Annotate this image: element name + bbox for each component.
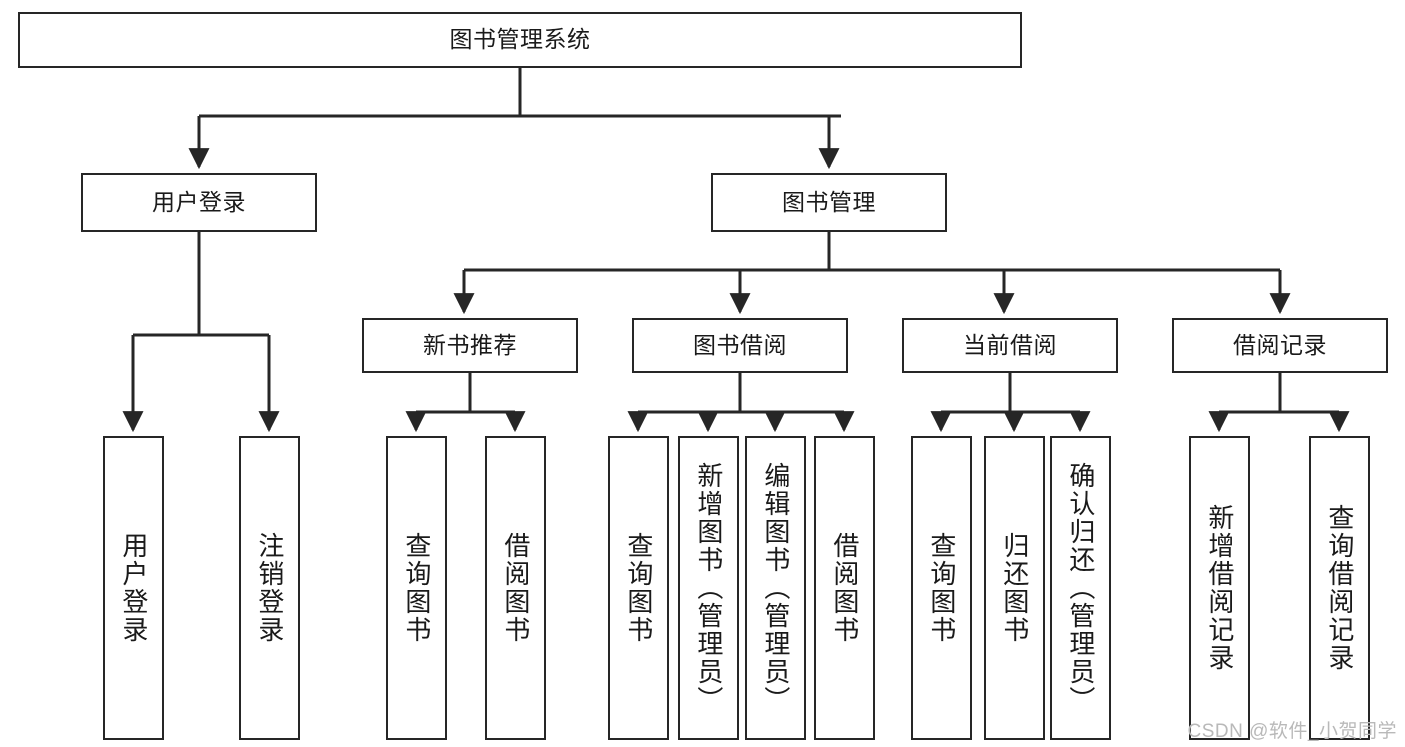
node-leaf-user-login[interactable]: 用户登录	[103, 436, 164, 740]
node-book-manage[interactable]: 图书管理	[711, 173, 947, 232]
node-leaf-return-book-label: 归还图书	[999, 532, 1030, 644]
node-leaf-query-book-current[interactable]: 查询图书	[911, 436, 972, 740]
node-leaf-borrow-book-rec[interactable]: 借阅图书	[485, 436, 546, 740]
node-leaf-borrow-book-rec-label: 借阅图书	[500, 532, 531, 644]
node-leaf-query-record[interactable]: 查询借阅记录	[1309, 436, 1370, 740]
node-leaf-add-record-label: 新增借阅记录	[1204, 504, 1235, 672]
node-leaf-edit-book-label: 编辑图书（管理员）	[760, 462, 791, 714]
node-leaf-add-record[interactable]: 新增借阅记录	[1189, 436, 1250, 740]
node-leaf-borrow-book-label: 借阅图书	[829, 532, 860, 644]
node-current-borrow-label: 当前借阅	[963, 331, 1057, 358]
node-leaf-query-book-rec[interactable]: 查询图书	[386, 436, 447, 740]
node-leaf-borrow-book[interactable]: 借阅图书	[814, 436, 875, 740]
node-book-borrow[interactable]: 图书借阅	[632, 318, 848, 373]
node-current-borrow[interactable]: 当前借阅	[902, 318, 1118, 373]
node-leaf-logout[interactable]: 注销登录	[239, 436, 300, 740]
node-leaf-logout-label: 注销登录	[254, 532, 285, 644]
node-leaf-query-book-rec-label: 查询图书	[401, 532, 432, 644]
node-leaf-return-book[interactable]: 归还图书	[984, 436, 1045, 740]
watermark-text: CSDN @软件_小贺同学	[1187, 721, 1397, 742]
node-leaf-add-book[interactable]: 新增图书（管理员）	[678, 436, 739, 740]
node-user-login-label: 用户登录	[152, 188, 246, 215]
node-leaf-query-record-label: 查询借阅记录	[1324, 504, 1355, 672]
node-book-borrow-label: 图书借阅	[693, 331, 787, 358]
node-new-book-rec[interactable]: 新书推荐	[362, 318, 578, 373]
node-new-book-rec-label: 新书推荐	[423, 331, 517, 358]
node-borrow-record[interactable]: 借阅记录	[1172, 318, 1388, 373]
node-leaf-user-login-label: 用户登录	[118, 532, 149, 644]
node-leaf-query-book-current-label: 查询图书	[926, 532, 957, 644]
node-leaf-edit-book[interactable]: 编辑图书（管理员）	[745, 436, 806, 740]
node-leaf-confirm-return[interactable]: 确认归还（管理员）	[1050, 436, 1111, 740]
node-book-manage-label: 图书管理	[782, 188, 876, 215]
node-leaf-confirm-return-label: 确认归还（管理员）	[1065, 462, 1096, 714]
node-leaf-add-book-label: 新增图书（管理员）	[693, 462, 724, 714]
node-leaf-query-book-borrow-label: 查询图书	[623, 532, 654, 644]
node-root[interactable]: 图书管理系统	[18, 12, 1022, 68]
node-root-label: 图书管理系统	[449, 26, 591, 53]
node-user-login[interactable]: 用户登录	[81, 173, 317, 232]
node-leaf-query-book-borrow[interactable]: 查询图书	[608, 436, 669, 740]
node-borrow-record-label: 借阅记录	[1233, 331, 1327, 358]
